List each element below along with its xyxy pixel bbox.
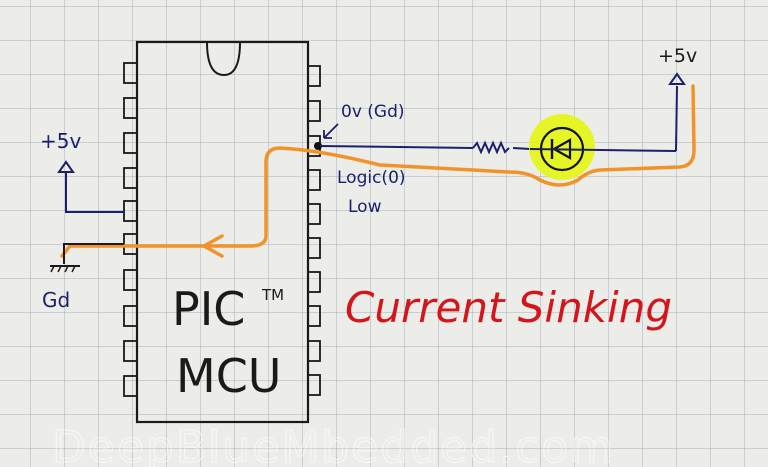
pin-state-low: Low xyxy=(348,197,382,217)
right-vcc-label: +5v xyxy=(658,45,697,67)
junction-dot-icon xyxy=(314,142,322,150)
diagram-title: Current Sinking xyxy=(345,283,672,332)
pointer-arrow-icon xyxy=(323,123,339,139)
output-circuit: +5v xyxy=(314,45,697,180)
left-gnd-label: Gd xyxy=(42,288,70,312)
chip-notch-icon xyxy=(206,41,241,77)
chip-label-mcu: MCU xyxy=(176,349,281,403)
left-pins xyxy=(123,62,138,397)
current-direction-arrow-icon xyxy=(200,234,224,258)
resistor-icon xyxy=(472,140,510,155)
right-pins xyxy=(307,65,321,396)
left-vcc: +5v xyxy=(40,129,124,213)
pin-state-annotation: 0v (Gd) Logic(0) Low xyxy=(323,102,406,217)
chip-trademark: TM xyxy=(261,286,284,304)
pin-state-top: 0v (Gd) xyxy=(341,102,405,122)
left-vcc-label: +5v xyxy=(40,129,81,153)
current-flow-path xyxy=(60,84,696,258)
pin-state-logic: Logic(0) xyxy=(337,168,406,188)
chip-label-pic: PIC xyxy=(172,282,245,336)
left-ground: Gd xyxy=(42,243,124,312)
vcc-arrow-icon xyxy=(668,72,686,85)
mcu-chip: PIC TM MCU xyxy=(123,40,321,424)
vcc-arrow-icon xyxy=(57,160,75,173)
watermark: DeepBlueMbedded.com xyxy=(52,422,615,467)
